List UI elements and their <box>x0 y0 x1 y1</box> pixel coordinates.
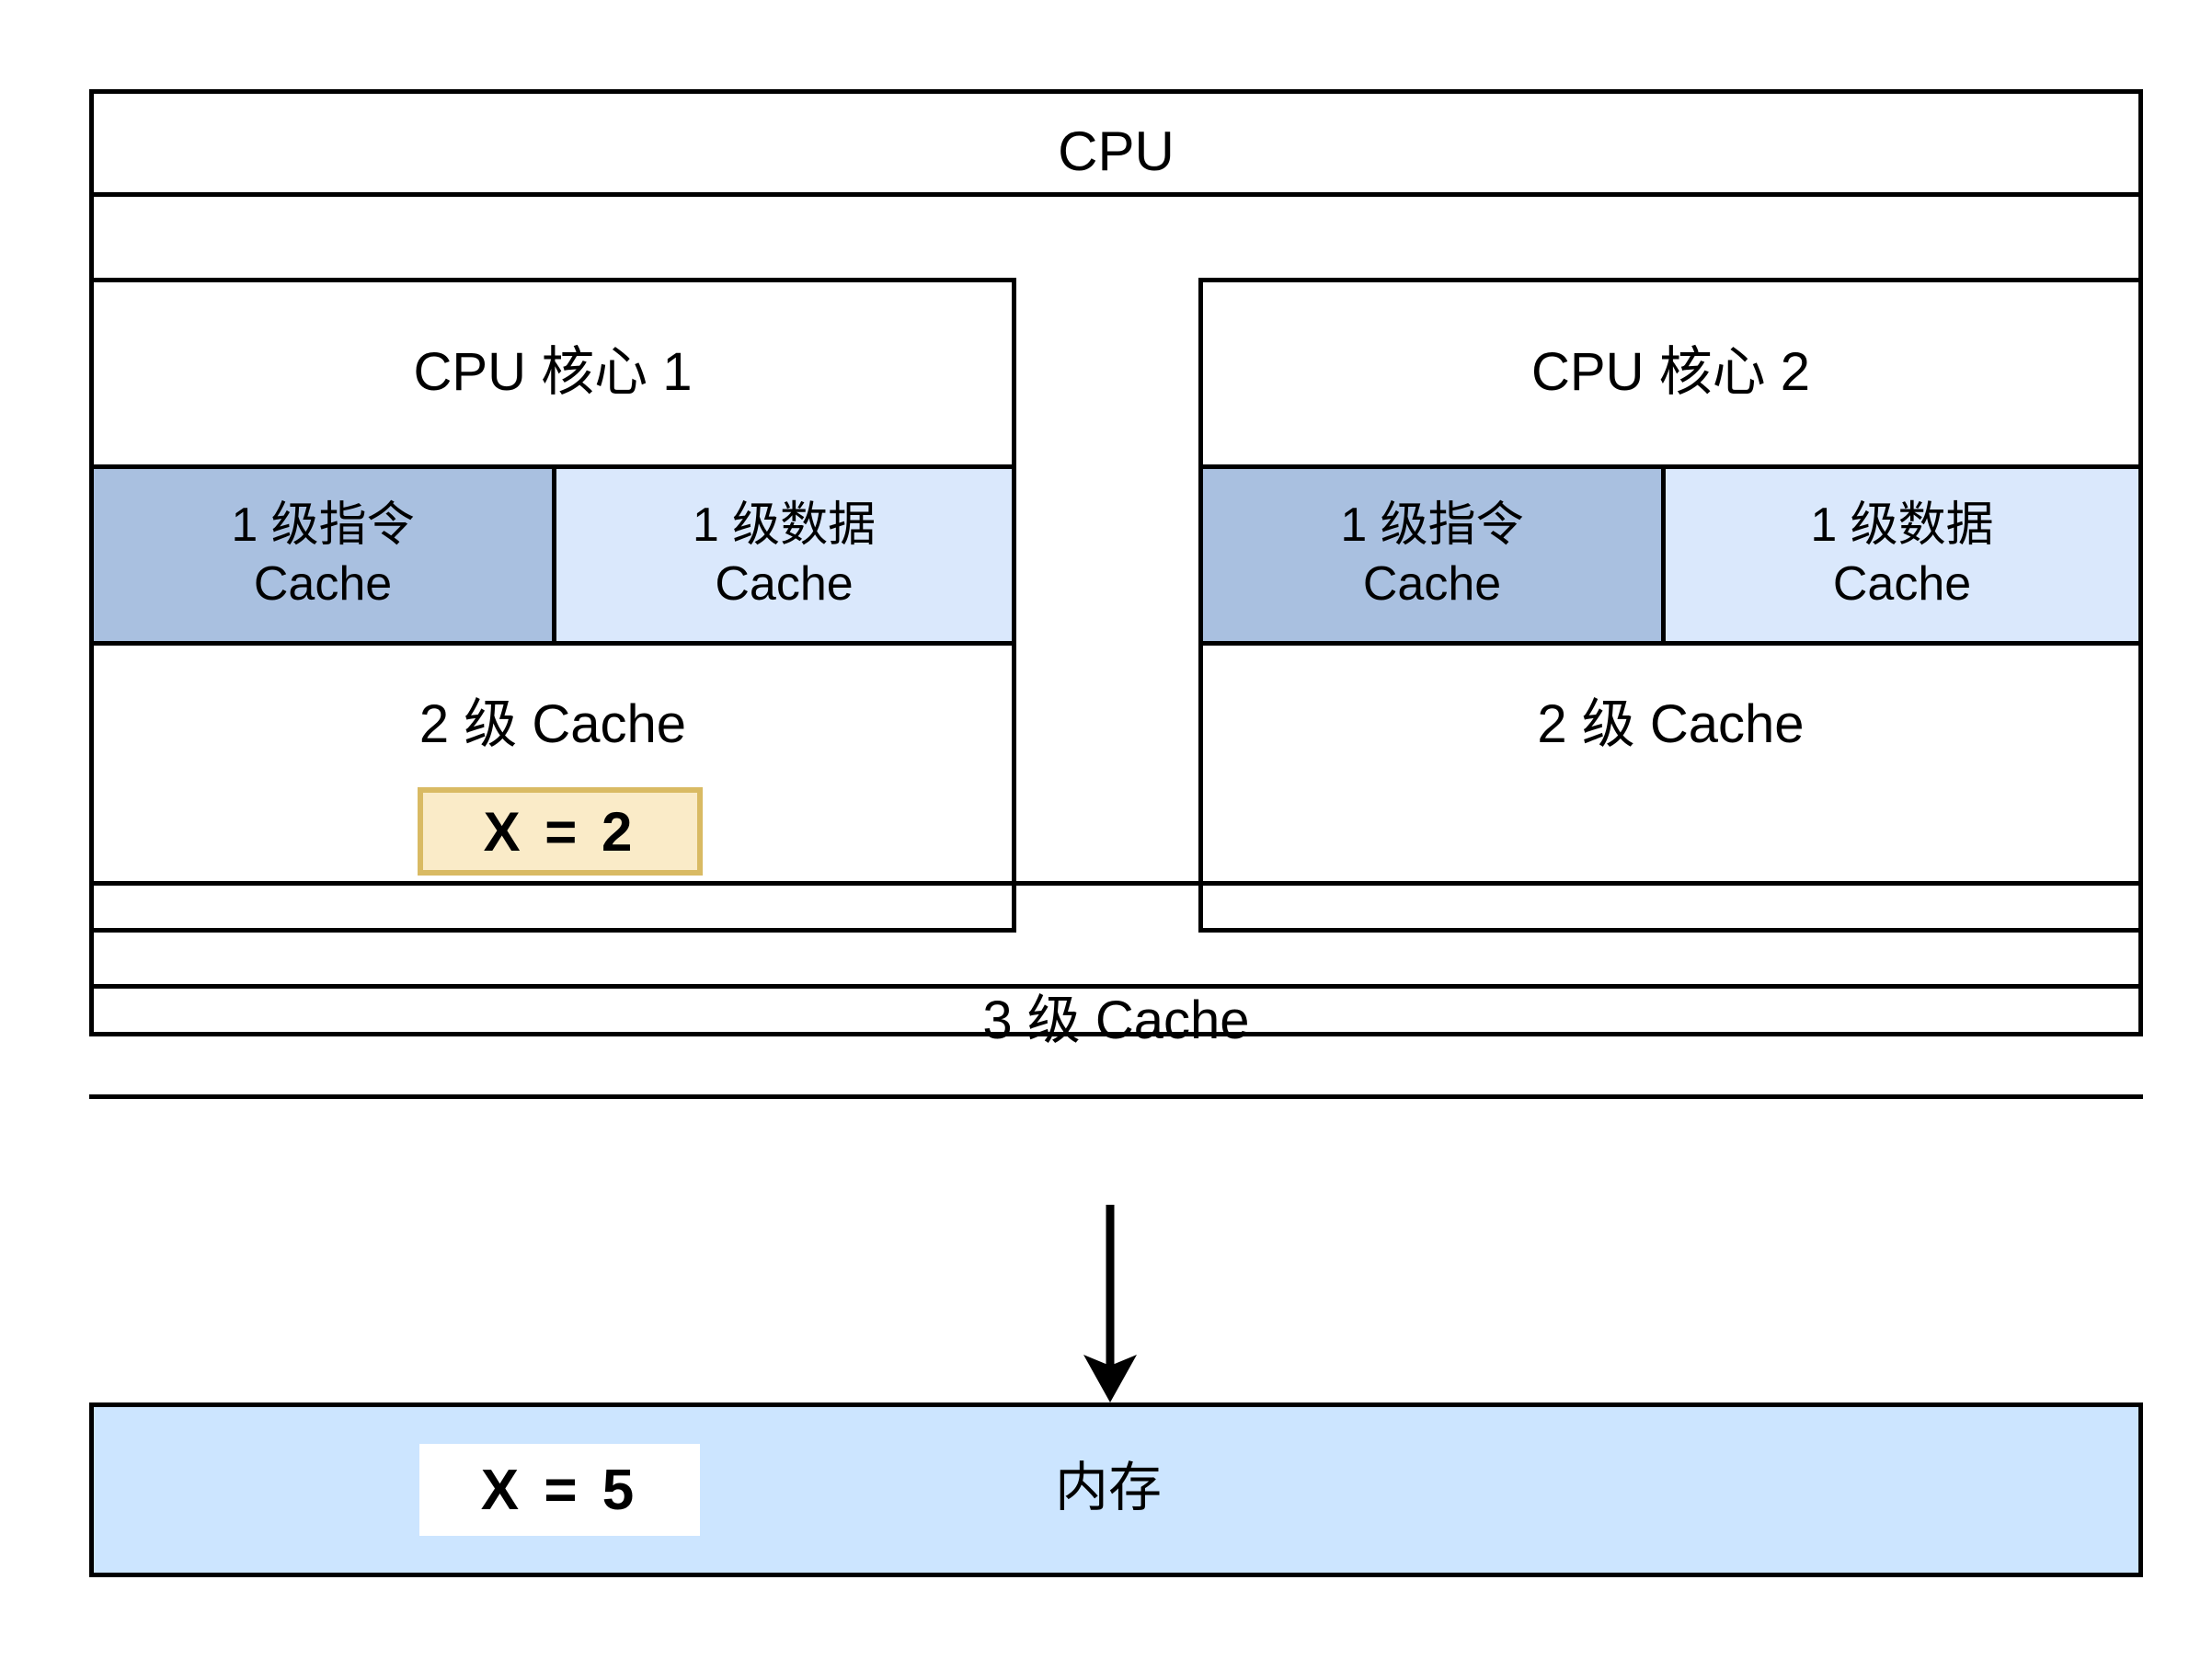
core-2-l1-data-cache: 1 级数据 Cache <box>1661 464 2143 646</box>
cpu-core-1-label: CPU 核心 1 <box>413 342 693 402</box>
l3-cache-container <box>89 881 2143 989</box>
core-1-l1-data-cache-label: 1 级数据 Cache <box>692 498 877 611</box>
core-1-l1-data-cache: 1 级数据 Cache <box>552 464 1016 646</box>
l3-cache-label: 3 级 Cache <box>982 990 1250 1050</box>
core-2-l1-instruction-cache: 1 级指令 Cache <box>1198 464 1666 646</box>
core-1-cached-value-text: X = 2 <box>483 800 637 863</box>
memory-label: 内存 <box>1054 1458 1162 1517</box>
cpu-label: CPU <box>1058 120 1175 182</box>
core-1-cached-value-badge: X = 2 <box>418 787 703 876</box>
core-1-l2-cache-label: 2 级 Cache <box>418 694 687 754</box>
cpu-to-memory-arrow-icon <box>1083 1205 1137 1402</box>
memory-value-text: X = 5 <box>480 1458 639 1522</box>
core-2-l1-instruction-cache-label: 1 级指令 Cache <box>1340 498 1524 611</box>
core-1-l1-instruction-cache: 1 级指令 Cache <box>89 464 556 646</box>
core-2-l1-data-cache-label: 1 级数据 Cache <box>1810 498 1994 611</box>
memory-value-badge: X = 5 <box>419 1444 700 1536</box>
cpu-bottom-divider <box>89 1094 2143 1099</box>
core-2-l2-cache-label: 2 级 Cache <box>1537 694 1805 754</box>
cpu-core-2-label: CPU 核心 2 <box>1531 342 1810 402</box>
cpu-title-divider <box>89 192 2143 197</box>
core-1-l1-instruction-cache-label: 1 级指令 Cache <box>231 498 415 611</box>
